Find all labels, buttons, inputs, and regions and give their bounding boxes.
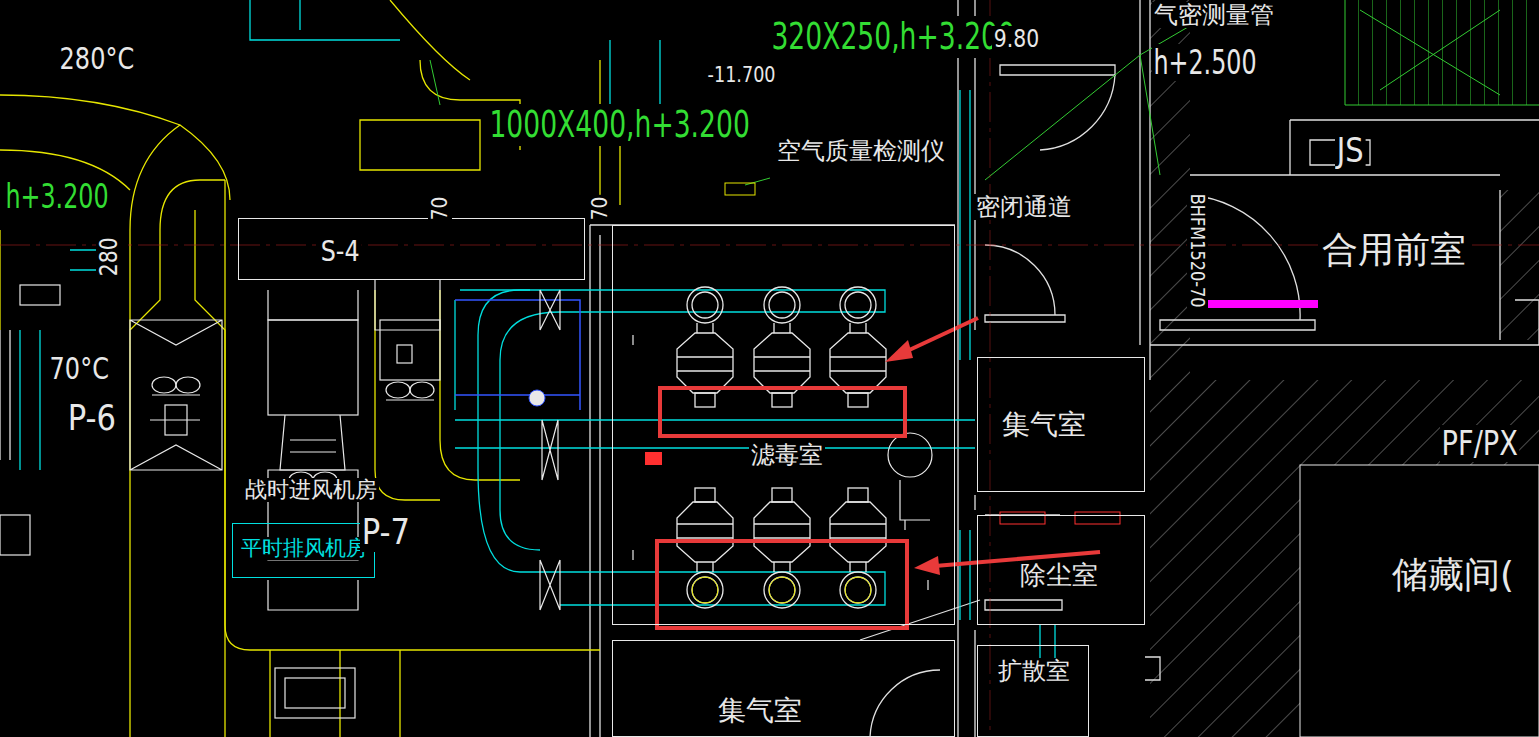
room-label: 合用前室 — [1320, 230, 1468, 270]
drawing-annotation: BHFM1520-70 — [1187, 192, 1208, 309]
room-label: 密闭通道 — [974, 194, 1074, 220]
room-label: 集气室 — [716, 696, 804, 727]
room-label: 滤毒室 — [749, 442, 825, 468]
drawing-annotation: 280°C — [58, 42, 136, 75]
room-label: 平时排风机房 — [239, 537, 369, 560]
room-box: 密闭通道 — [960, 180, 1138, 300]
drawing-annotation: h+3.200 — [4, 178, 110, 215]
room-box: 合用前室 — [1178, 175, 1508, 300]
room-label: S-4 — [319, 237, 361, 268]
drawing-annotation: P-6 — [66, 398, 118, 438]
drawing-annotation: 320X250,h+3.200 — [770, 16, 1016, 58]
room-box: 平时排风机房 — [232, 523, 375, 578]
room-box: 储藏间( — [1315, 480, 1539, 737]
room-label: 集气室 — [1000, 410, 1088, 441]
drawing-annotation: PF/PX — [1440, 425, 1519, 462]
drawing-annotation: 70 — [428, 195, 452, 222]
room-box: 集气室 — [612, 640, 955, 737]
room-box: 除尘室 — [977, 515, 1145, 625]
drawing-annotation: 空气质量检测仪 — [775, 138, 947, 164]
room-box: S-4 — [238, 218, 585, 280]
drawing-annotation: P-7 — [360, 512, 412, 552]
room-label: 储藏间( — [1390, 555, 1516, 595]
drawing-annotation: 70°C — [48, 352, 111, 385]
drawing-annotation: -11.700 — [706, 63, 777, 87]
drawing-annotation: 9.80 — [992, 26, 1041, 52]
room-box: 集气室 — [977, 357, 1145, 492]
room-label: 除尘室 — [1018, 561, 1100, 590]
drawing-annotation: 气密测量管 — [1152, 2, 1276, 28]
drawing-annotation: h+2.500 — [1152, 44, 1258, 81]
room-box: 扩散室 — [977, 645, 1089, 737]
room-label: 扩散室 — [996, 658, 1072, 684]
drawing-annotation: 70 — [588, 195, 612, 222]
room-box: 滤毒室 — [612, 225, 955, 625]
drawing-annotation: 1000X400,h+3.200 — [488, 104, 751, 146]
drawing-annotation: 280 — [96, 236, 122, 278]
drawing-annotation: 战时进风机房 — [243, 478, 379, 502]
drawing-annotation: JS — [1335, 132, 1365, 169]
